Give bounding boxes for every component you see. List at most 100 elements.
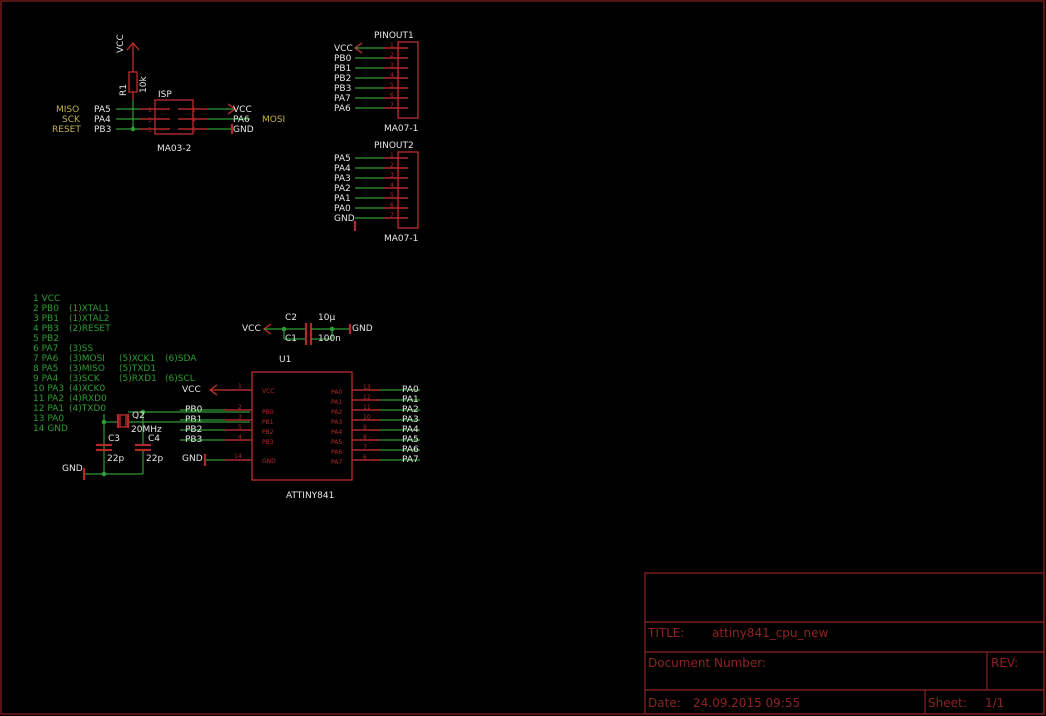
c2-value: 10µ: [318, 313, 335, 323]
label-sck: SCK: [62, 115, 81, 125]
pinout1-pin-4: 5: [390, 82, 394, 89]
sheet-label: Sheet:: [928, 696, 967, 710]
note-4-a: 5 PB2: [33, 334, 59, 344]
note-13-a: 14 GND: [33, 424, 68, 434]
pinout1-header: PINOUT1 MA07-1: [353, 31, 419, 134]
svg-text:GND: GND: [262, 458, 276, 465]
note-7-c: (5)TXD1: [119, 364, 156, 374]
note-7-a: 8 PA5: [33, 364, 58, 374]
u1-left-pin-3: PB3: [262, 439, 274, 446]
u1-right-net-7: PA7: [402, 455, 419, 465]
c3-value: 22p: [107, 454, 124, 464]
note-8-b: (3)SCK: [69, 374, 101, 384]
title-label: TITLE:: [647, 626, 685, 640]
isp-value: MA03-2: [157, 144, 191, 154]
note-3-a: 4 PB3: [33, 324, 59, 334]
pinout1-net-1: PB0: [334, 54, 352, 64]
note-7-b: (3)MISO: [69, 364, 105, 374]
pinout1-pin-2: 3: [390, 62, 394, 69]
u1-name: U1: [279, 355, 291, 365]
note-6-d: (6)SDA: [165, 354, 197, 364]
pinout2-pin-3: 4: [390, 182, 394, 189]
u1-right-num-0: 13: [363, 384, 371, 391]
u1-left-net-1: PB1: [185, 415, 202, 425]
r1-value: 10k: [139, 76, 149, 93]
pinout1-pin-3: 4: [390, 72, 394, 79]
u1-right-net-4: PA4: [402, 425, 419, 435]
u1-left-net-2: PB2: [185, 425, 202, 435]
u1-right-num-2: 11: [363, 404, 371, 411]
r1-resistor: VCC R1 10k: [116, 34, 149, 100]
pinout1-pin-5: 6: [390, 92, 394, 99]
pinout2-net-5: PA0: [334, 204, 351, 214]
note-6-c: (5)XCK1: [119, 354, 155, 364]
u1-right-pin-3: PA3: [331, 419, 342, 426]
label-miso: MISO: [56, 105, 79, 115]
pinout1-net-2: PB1: [334, 64, 351, 74]
u1-value: ATTINY841: [286, 491, 334, 501]
pinout2-net-6: GND: [334, 214, 355, 224]
u1-vcc-net: VCC: [182, 385, 201, 395]
u1-right-net-2: PA2: [402, 405, 419, 415]
isp-net-pa6: PA6: [233, 115, 250, 125]
note-0-a: 1 VCC: [33, 294, 60, 304]
pinout2-pin-6: 7: [390, 212, 394, 219]
note-3-b: (2)RESET: [69, 324, 111, 334]
note-5-b: (3)SS: [69, 344, 93, 354]
u1-right-num-1: 12: [363, 394, 371, 401]
c1-value: 100n: [318, 334, 341, 344]
isp-name: ISP: [158, 90, 172, 100]
q2-value: 20MHz: [131, 425, 162, 435]
u1-left-pin-0: PB0: [262, 409, 274, 416]
pinout1-pin-6: 7: [390, 102, 394, 109]
pinout2-pin-1: 2: [390, 162, 394, 169]
svg-text:5: 5: [148, 127, 152, 134]
note-1-b: (1)XTAL1: [69, 304, 109, 314]
u1-right-net-6: PA6: [402, 445, 419, 455]
isp-net-gnd: GND: [233, 125, 254, 135]
decoupling-caps: VCC GND C2 10µ C1 100n: [242, 313, 373, 345]
note-8-a: 9 PA4: [33, 374, 59, 384]
c3-name: C3: [108, 434, 120, 444]
pinout2-pin-2: 3: [390, 172, 394, 179]
revision-label: REV:: [991, 656, 1018, 670]
label-mosi: MOSI: [262, 115, 285, 125]
u1-left-net-3: PB3: [185, 435, 202, 445]
u1-right-num-7: 6: [363, 454, 367, 461]
u1-right-pin-4: PA4: [331, 429, 342, 436]
svg-text:6: 6: [192, 127, 196, 134]
note-12-a: 13 PA0: [33, 414, 64, 424]
isp-net-vcc: VCC: [233, 105, 252, 115]
u1-left-num-2: 5: [238, 424, 242, 431]
u1-right-num-5: 8: [363, 434, 367, 441]
u1-left-num-1: 3: [238, 414, 242, 421]
title-value: attiny841_cpu_new: [712, 626, 829, 640]
note-11-b: (4)TXD0: [69, 404, 106, 414]
pinout1-net-5: PA7: [334, 94, 351, 104]
svg-text:VCC: VCC: [262, 388, 274, 395]
note-2-a: 3 PB1: [33, 314, 59, 324]
svg-text:2: 2: [192, 107, 196, 114]
pinout2-name: PINOUT2: [374, 141, 414, 151]
u1-right-net-3: PA3: [402, 415, 419, 425]
note-6-a: 7 PA6: [33, 354, 59, 364]
isp-net-pa4: PA4: [94, 115, 111, 125]
note-6-b: (3)MOSI: [69, 354, 105, 364]
pinout1-net-0: VCC: [334, 44, 353, 54]
pinout2-net-0: PA5: [334, 154, 351, 164]
u1-right-pin-2: PA2: [331, 409, 342, 416]
u1-left-net-0: PB0: [185, 405, 203, 415]
pinout1-pin-1: 2: [390, 52, 394, 59]
title-block: TITLE: attiny841_cpu_new Document Number…: [644, 572, 1045, 715]
gnd-label-caps: GND: [352, 324, 373, 334]
svg-text:1: 1: [148, 107, 152, 114]
q2-name: Q2: [132, 411, 145, 421]
isp-header: ISP MA03-2 1 2 3 4 5 6: [140, 90, 208, 154]
pinout2-header: PINOUT2 MA07-1: [353, 141, 419, 244]
u1-right-net-0: PA0: [402, 385, 419, 395]
note-10-b: (4)RXD0: [69, 394, 107, 404]
u1-right-num-4: 9: [363, 424, 367, 431]
note-8-c: (5)RXD1: [119, 374, 157, 384]
